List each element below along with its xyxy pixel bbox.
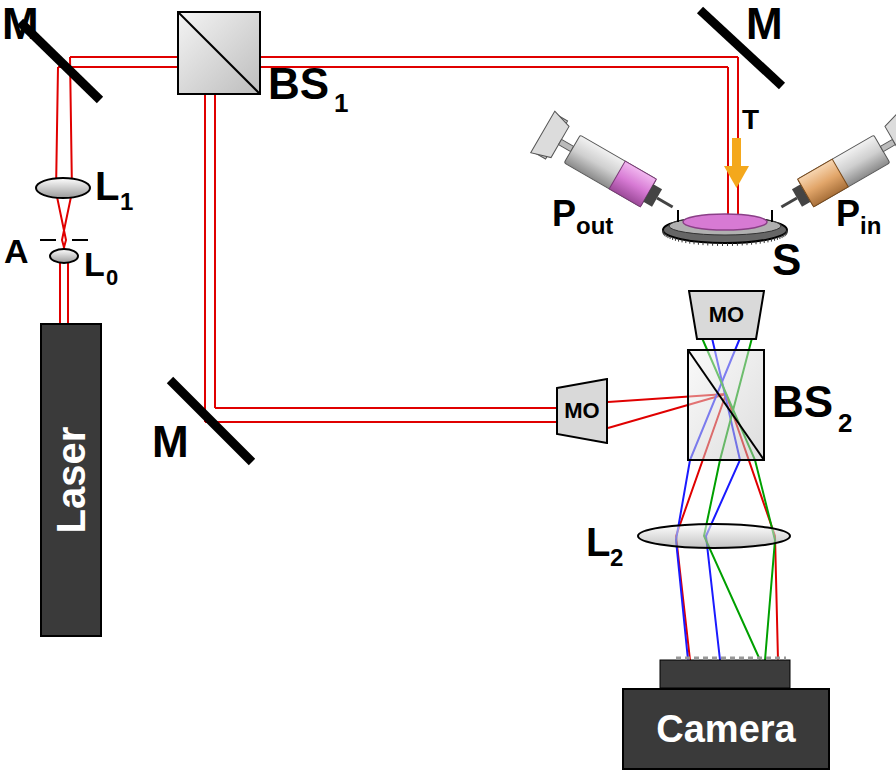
mirror-label: M — [2, 2, 39, 46]
subscript: 2 — [610, 546, 623, 570]
sample-label: S — [772, 238, 801, 282]
lens-label: L — [586, 522, 610, 562]
subscript: 1 — [334, 90, 348, 116]
label: T — [742, 106, 759, 134]
subscript: 1 — [120, 190, 133, 214]
subscript: in — [860, 214, 881, 238]
laser-box: Laser — [40, 323, 102, 637]
lens-label: L — [95, 166, 119, 206]
beamsplitter-label: BS — [268, 62, 329, 106]
aperture-label: A — [4, 234, 29, 268]
subscript: 2 — [838, 410, 852, 436]
camera-box: Camera — [622, 688, 830, 770]
objective-lens: MO — [688, 290, 765, 340]
pump-label: P — [552, 196, 576, 232]
objective-lens: MO — [556, 378, 608, 444]
subscript: out — [576, 214, 613, 238]
node-text: Laser — [51, 427, 91, 534]
node-text: MO — [709, 304, 744, 326]
mirror-label: M — [746, 2, 783, 46]
pump-label: P — [836, 196, 860, 232]
mirror-label: M — [152, 420, 189, 464]
beamsplitter-label: BS — [772, 380, 833, 424]
subscript: 0 — [106, 267, 118, 289]
node-text: Camera — [656, 710, 795, 748]
node-text: MO — [564, 400, 599, 422]
lens-label: L — [84, 247, 105, 281]
